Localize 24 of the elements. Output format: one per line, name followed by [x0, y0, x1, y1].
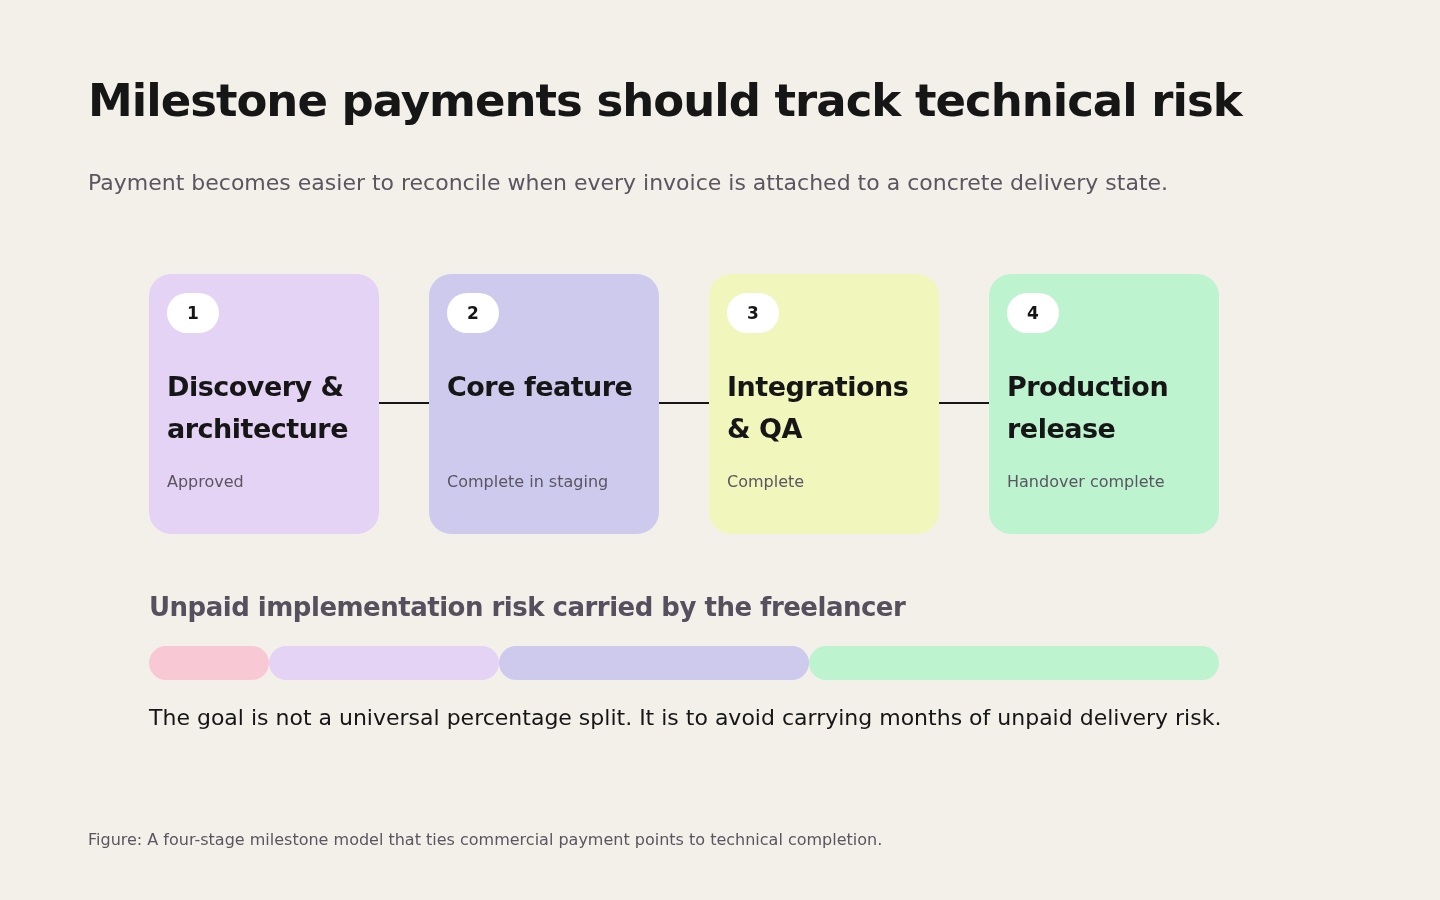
milestone-card: [709, 274, 939, 534]
step-number: 4: [1007, 293, 1059, 333]
connector-line: [938, 402, 990, 404]
step-number: 1: [167, 293, 219, 333]
milestone-status: Complete in staging: [447, 472, 610, 491]
step-number: 3: [727, 293, 779, 333]
milestone-card: [989, 274, 1219, 534]
connector-line: [378, 402, 430, 404]
connector-line: [658, 402, 710, 404]
milestone-card: [429, 274, 659, 534]
milestone-card: [149, 274, 379, 534]
milestone-status: Handover complete: [1007, 472, 1166, 491]
milestone-title: Integrations & QA: [727, 370, 910, 446]
milestone-title: Core feature: [447, 370, 634, 404]
title: Milestone payments should track technical risk: [88, 74, 1242, 127]
note: The goal is not a universal percentage split. It is to avoid carrying months of unpaid delivery risk.: [149, 705, 1222, 730]
step-number: 2: [447, 293, 499, 333]
milestone-status: Approved: [167, 472, 245, 491]
milestone-title: Production release: [1007, 370, 1170, 446]
subtitle: Payment becomes easier to reconcile when every invoice is attached to a concrete delivery state.: [88, 170, 1169, 195]
caption: Figure: A four-stage milestone model that ties commercial payment points to technical completion.: [88, 830, 883, 849]
milestone-title: Discovery & architecture: [167, 370, 349, 446]
milestone-status: Complete: [727, 472, 806, 491]
section-heading: Unpaid implementation risk carried by the freelancer: [149, 592, 906, 622]
